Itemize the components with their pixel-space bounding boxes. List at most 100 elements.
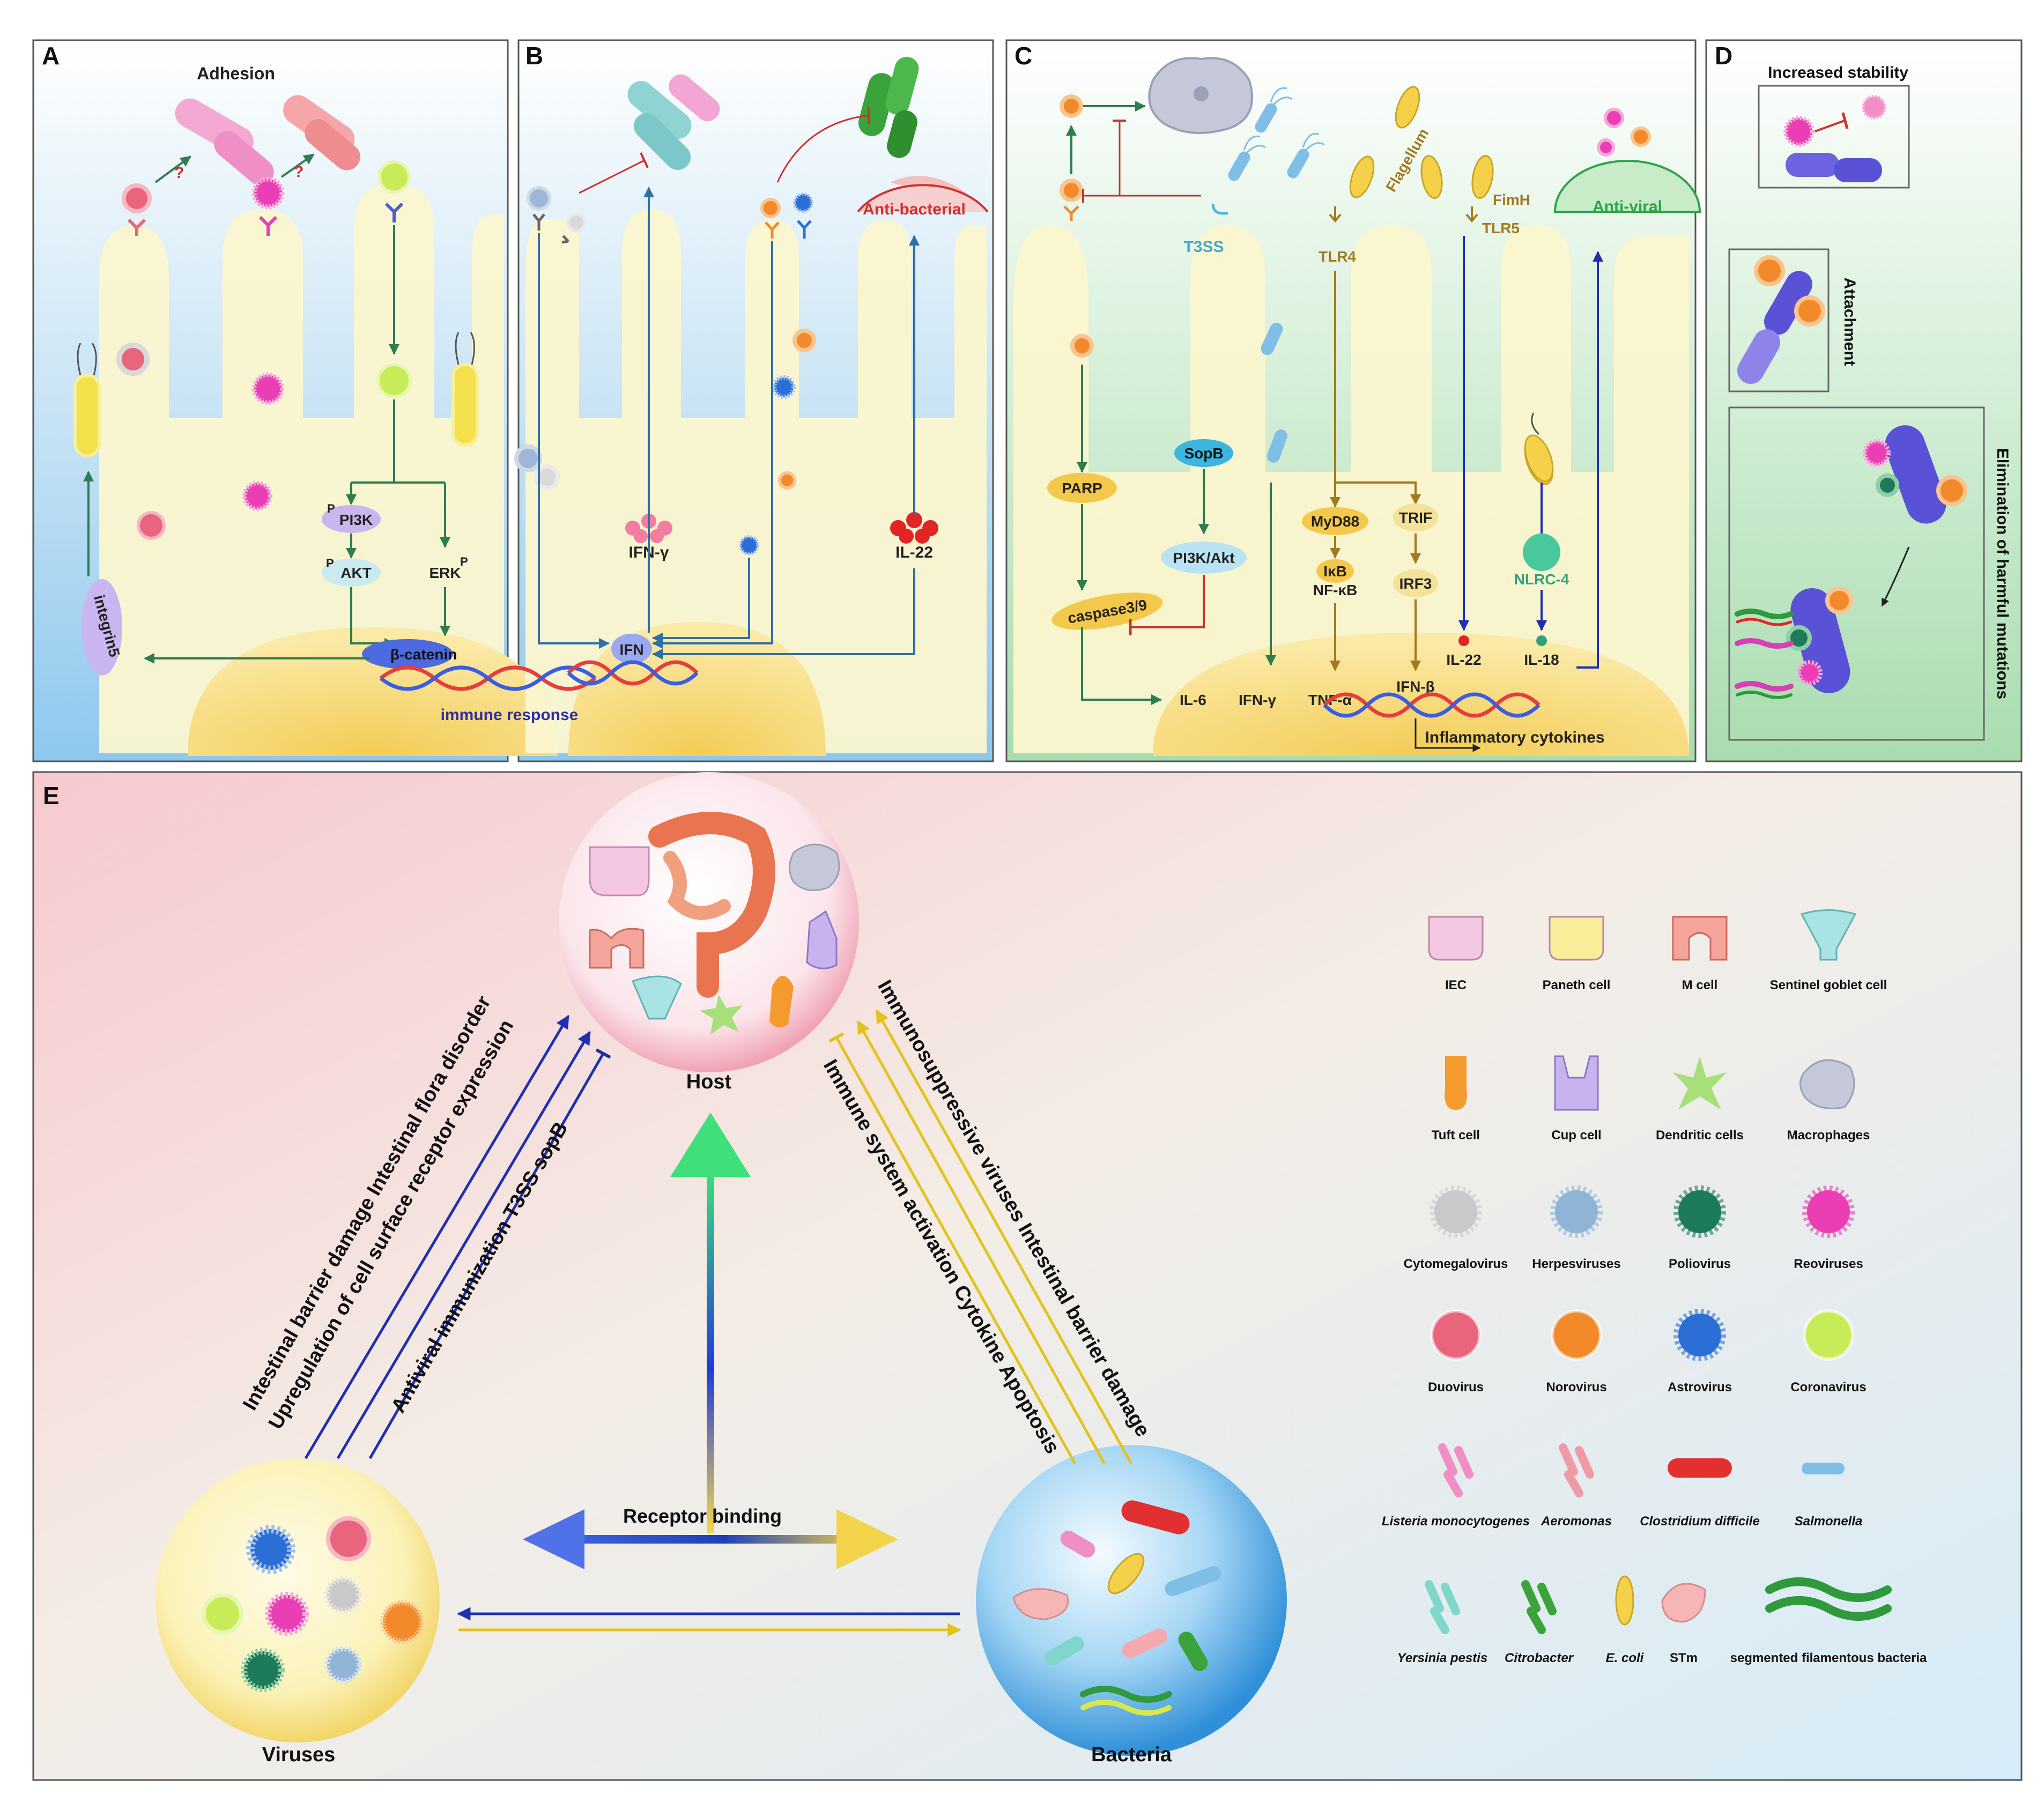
legend-item-paneth-cell: Paneth cell <box>1543 916 1611 992</box>
erk-phospho: P <box>460 555 468 568</box>
astrovirus-icon-b1 <box>772 375 796 399</box>
akt-phospho: P <box>326 557 334 570</box>
tuft-cell-icon <box>1445 1056 1467 1110</box>
iec-icon <box>1428 916 1484 961</box>
coronavirus-receptor-icon <box>377 160 411 223</box>
panel-d-frame <box>1705 39 2023 762</box>
panel-letter-d: D <box>1715 42 1732 70</box>
bacteria-host-inhibit-line <box>835 1036 1077 1465</box>
legend-label: Tuft cell <box>1432 1128 1480 1143</box>
il22-label-b: IL-22 <box>895 544 933 561</box>
legend-item-m-cell: M cell <box>1672 916 1728 992</box>
legend-item-cup-cell: Cup cell <box>1551 1055 1602 1143</box>
norovirus-icon-d1 <box>1754 255 1785 286</box>
mutation-strands <box>1735 609 1794 699</box>
herpesvirus-icon-b <box>527 186 551 211</box>
coronavirus-icon-e <box>202 1593 243 1635</box>
ifn-gamma-cluster-icon <box>625 514 672 543</box>
t3ss-label: T3SS <box>1183 238 1224 256</box>
trif-label: TRIF <box>1399 509 1432 526</box>
sfb-icon-e2 <box>1080 1700 1172 1716</box>
beta-catenin-label: β-catenin <box>390 646 457 663</box>
legend-item-citrobacter: Citrobacter <box>1505 1580 1574 1665</box>
herpesvirus-icon-e <box>324 1646 362 1684</box>
norovirus-icon-d3 <box>1936 475 1967 506</box>
tlr5-receptor-icon <box>1465 206 1478 223</box>
cup-cell-icon <box>1554 1055 1599 1111</box>
listeria-monocytogenes-icon <box>1438 1443 1473 1497</box>
citrobacter-icon <box>1521 1580 1557 1634</box>
parp-node <box>1047 473 1117 503</box>
akt-caspase-inhibit <box>1130 575 1205 628</box>
legend-item-reoviruses: Reoviruses <box>1794 1185 1863 1271</box>
reovirus-icon-c2 <box>1597 138 1615 157</box>
host-label: Host <box>686 1071 732 1093</box>
bacteria-rod-d5 <box>1885 425 1946 524</box>
legend-item-herpesviruses: Herpesviruses <box>1532 1185 1621 1271</box>
legend-item-astrovirus: Astrovirus <box>1668 1309 1732 1395</box>
legend-label: E. coli <box>1606 1651 1645 1665</box>
duovirus-icon-a <box>116 343 150 376</box>
legend-label: Norovirus <box>1546 1380 1606 1395</box>
e-coli-icon <box>1615 1575 1634 1626</box>
salmonella-icon <box>1802 1463 1845 1474</box>
irf3-label: IRF3 <box>1399 575 1432 592</box>
reovirus-icon-e <box>265 1592 309 1636</box>
reovirus-icon-d4 <box>1797 660 1823 686</box>
m-cell-icon <box>1672 916 1728 961</box>
question-mark-2: ? <box>294 163 303 181</box>
elimination-label: Elimination of harmful mutations <box>1994 448 2011 699</box>
iec-icon-host <box>589 846 650 896</box>
receptor-b3 <box>765 221 780 239</box>
bacteria-rod-d2 <box>1834 158 1882 182</box>
macrophages-icon <box>1799 1059 1855 1109</box>
pi3k-akt-label: PI3K/Akt <box>1173 550 1234 566</box>
cup-cell-icon-host <box>806 910 838 969</box>
elimination-box <box>1728 406 1985 741</box>
dna-c <box>1323 692 1541 718</box>
question-mark-1: ? <box>174 164 184 182</box>
reoviruses-icon <box>1802 1185 1855 1238</box>
yersinia-icon-e <box>1045 1636 1084 1665</box>
poliovirus-icon <box>1673 1185 1726 1238</box>
legend-label: Salmonella <box>1795 1514 1863 1529</box>
listeria-icon-e <box>1060 1531 1095 1558</box>
virus-inhibit-bar <box>640 152 649 168</box>
segmented-filamentous-bacteria-icon <box>1765 1577 1892 1621</box>
sfb-icon-e <box>1080 1686 1172 1703</box>
pi3k-akt-node <box>1161 542 1247 574</box>
legend-item-poliovirus: Poliovirus <box>1669 1185 1731 1271</box>
citrobacter-rods-icon <box>858 57 919 158</box>
legend-label: Macrophages <box>1787 1128 1870 1143</box>
bacteria-host-arrow-1 <box>856 1020 1106 1465</box>
reovirus-icon-d1 <box>1783 116 1815 147</box>
tuft-icon-host <box>769 976 794 1028</box>
virus-host-arrow-2 <box>336 1030 591 1459</box>
legend-item-yersinia-pestis: Yersinia pestis <box>1397 1580 1487 1665</box>
macrophage-icon-host <box>789 843 840 892</box>
virus-host-arrow-1 <box>304 1014 570 1459</box>
legend-label: Cup cell <box>1551 1128 1601 1143</box>
fimh-label: FimH <box>1493 191 1530 208</box>
salmonella-flagella-c <box>1243 87 1325 154</box>
dendritic-icon-host <box>700 995 743 1035</box>
duovirus-icon-a2 <box>137 511 166 540</box>
inflammatory-cytokines-label: Inflammatory cytokines <box>1425 729 1604 746</box>
legend-label: Paneth cell <box>1543 978 1611 992</box>
legend-label: Clostridium difficile <box>1640 1514 1760 1529</box>
il22-dot-c <box>1458 635 1469 646</box>
myd88-label: MyD88 <box>1311 513 1359 530</box>
panel-b-arrows <box>538 187 920 659</box>
legend-item-dendritic-cells: Dendritic cells <box>1656 1056 1744 1143</box>
sopb-label: SopB <box>1184 445 1223 462</box>
legend-label: Astrovirus <box>1668 1380 1732 1395</box>
stm-icon-e <box>1012 1588 1069 1620</box>
nlrc4-label: NLRC-4 <box>1514 571 1569 588</box>
bacteria-label: Bacteria <box>1091 1744 1172 1766</box>
legend-label: Citrobacter <box>1505 1651 1574 1665</box>
receptor-b4 <box>797 220 812 239</box>
caspase-cytokine-arrow <box>1081 627 1162 705</box>
akt-label: AKT <box>340 565 372 581</box>
parp-label: PARP <box>1062 480 1102 496</box>
nlrc4-node <box>1523 533 1560 571</box>
